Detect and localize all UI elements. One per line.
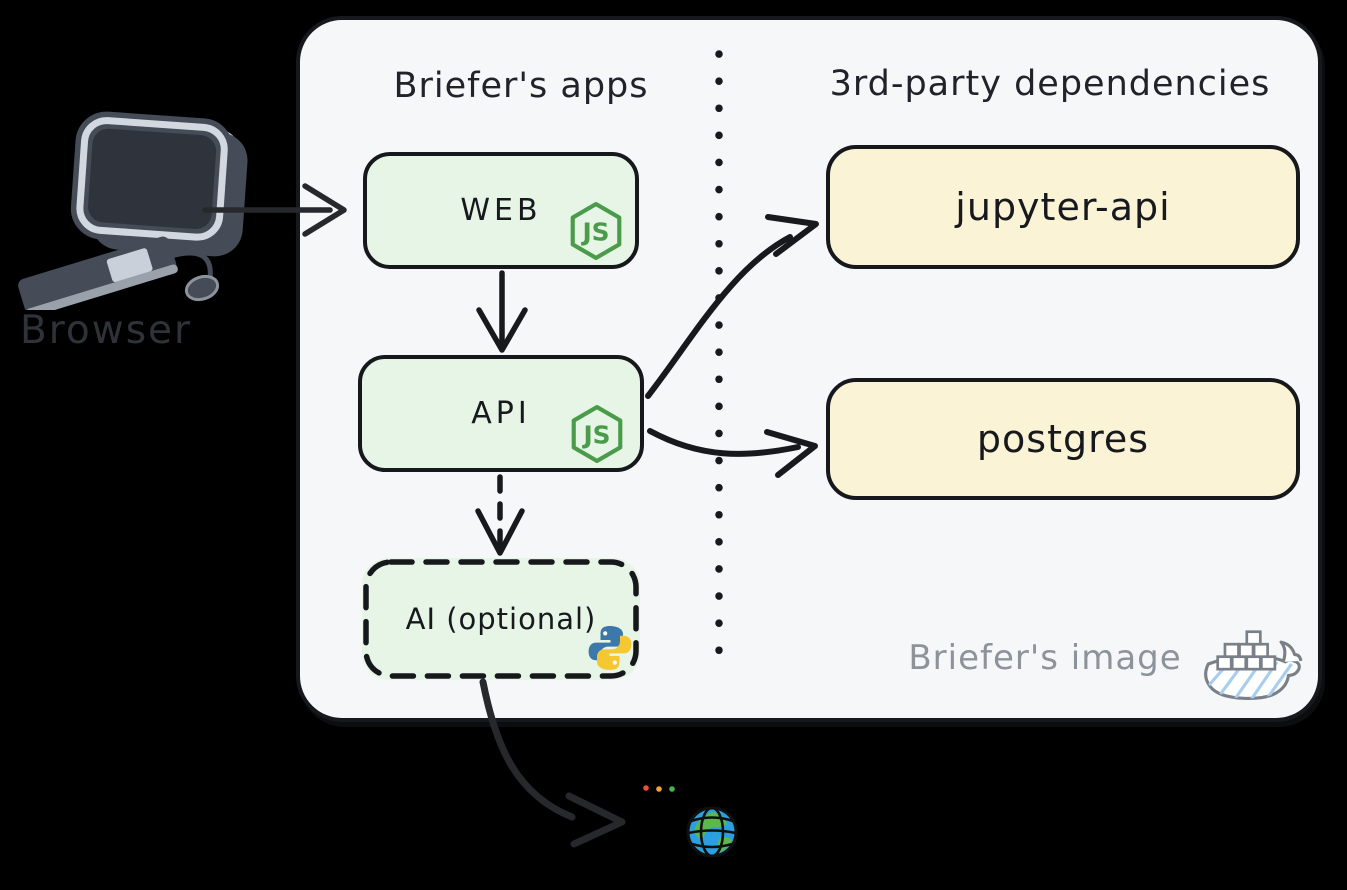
window-dots-icon <box>643 785 675 792</box>
node-api-label: API <box>471 396 531 431</box>
node-web-label: WEB <box>460 193 542 228</box>
svg-text:JS: JS <box>580 217 609 246</box>
node-api: API JS <box>358 355 644 472</box>
svg-text:JS: JS <box>581 420 610 449</box>
computer-icon <box>18 111 248 310</box>
nodejs-icon: JS <box>571 405 623 463</box>
left-section-title: Briefer's apps <box>393 66 649 106</box>
globe-icon <box>686 806 738 858</box>
node-ai: AI (optional) <box>362 558 640 680</box>
nodejs-icon: JS <box>570 202 622 260</box>
node-postgres: postgres <box>826 378 1300 500</box>
node-jupyter-api: jupyter-api <box>826 145 1300 269</box>
python-icon <box>588 626 632 670</box>
image-caption: Briefer's image <box>908 638 1182 678</box>
right-section-title: 3rd-party dependencies <box>829 64 1271 104</box>
node-web: WEB JS <box>363 152 639 269</box>
node-postgres-label: postgres <box>976 417 1150 461</box>
docker-icon <box>1204 630 1303 700</box>
node-jupyter-api-label: jupyter-api <box>955 185 1171 229</box>
mouse-icon <box>184 274 220 302</box>
browser-label: Browser <box>20 308 193 353</box>
node-ai-label: AI (optional) <box>405 602 597 636</box>
